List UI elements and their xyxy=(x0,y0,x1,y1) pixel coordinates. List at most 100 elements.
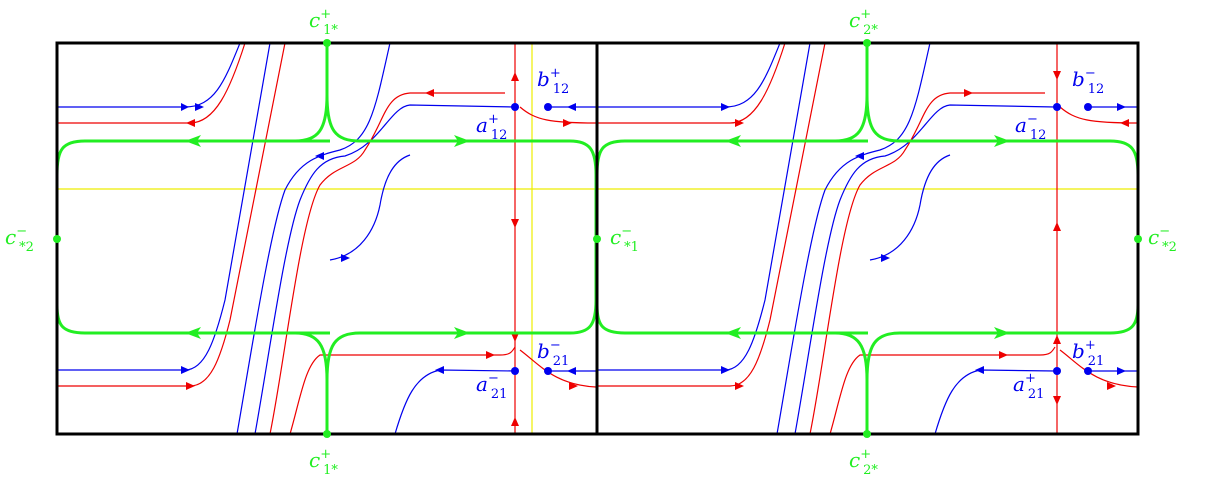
blue-orbit xyxy=(597,42,781,108)
separatrix-arrows xyxy=(185,135,1010,339)
red-arrow xyxy=(511,72,519,81)
green-arrow xyxy=(994,135,1010,147)
blue-arrow xyxy=(341,254,350,262)
equilibrium-points xyxy=(53,39,1142,438)
red-orbit xyxy=(269,92,505,435)
label-c2s-top: c+2* xyxy=(849,7,878,38)
point-a12-plus xyxy=(511,103,519,111)
red-arrow xyxy=(186,382,195,390)
red-arrow xyxy=(425,89,434,97)
blue-arrow xyxy=(567,367,576,375)
blue-orbit xyxy=(57,42,241,112)
blue-orbit xyxy=(934,369,1056,435)
blue-arrow xyxy=(855,152,864,160)
red-arrow xyxy=(999,351,1008,359)
blue-arrow xyxy=(975,366,984,374)
label-a12-plus: a+12 xyxy=(476,112,507,143)
red-orbit xyxy=(597,42,786,124)
red-arrow xyxy=(186,119,195,127)
blue-arrow xyxy=(1117,367,1126,375)
separatrix-top-right-b xyxy=(834,94,869,143)
red-arrow xyxy=(1053,71,1061,80)
red-arrow xyxy=(511,333,519,342)
separatrix-top-left xyxy=(325,43,598,300)
blue-arrow xyxy=(435,366,444,374)
blue-arrow xyxy=(1117,103,1126,111)
separatrix-top-right xyxy=(865,43,1140,434)
label-a21-minus: a−21 xyxy=(476,371,507,402)
separatrix-bottom-right-b xyxy=(834,331,869,381)
red-arrow xyxy=(511,417,519,426)
red-arrow xyxy=(1053,396,1061,405)
red-orbit xyxy=(519,106,597,124)
point-c1s-bottom xyxy=(323,430,331,438)
blue-orbit xyxy=(597,42,811,371)
label-b12-minus: b−12 xyxy=(1072,66,1104,97)
red-arrow xyxy=(735,382,744,390)
blue-arrow xyxy=(181,366,190,374)
red-arrow xyxy=(1053,335,1061,344)
label-a12-minus: a−12 xyxy=(1015,112,1046,143)
red-orbit xyxy=(57,42,286,387)
red-orbit xyxy=(829,346,1056,435)
label-c1s-top: c+1* xyxy=(309,7,338,38)
separatrix-top-left-b xyxy=(294,94,329,143)
blue-orbit xyxy=(869,154,951,261)
red-arrow xyxy=(735,119,744,127)
label-cs2-left: c−*2 xyxy=(5,224,34,255)
red-orbit xyxy=(597,42,826,387)
blue-arrow xyxy=(881,254,890,262)
point-b21-minus xyxy=(544,367,552,375)
label-cs2-right: c−*2 xyxy=(1148,224,1177,255)
point-cs1-mid xyxy=(593,235,601,243)
label-c2s-bottom: c+2* xyxy=(849,447,878,478)
point-a21-plus xyxy=(1053,367,1061,375)
red-orbit xyxy=(809,92,1045,435)
point-b12-plus xyxy=(544,103,552,111)
point-c2s-top xyxy=(863,39,871,47)
red-orbit xyxy=(289,346,516,435)
red-arrow xyxy=(486,351,495,359)
blue-orbit xyxy=(57,42,271,371)
separatrix-bottom-left xyxy=(325,299,598,434)
point-cs2-left xyxy=(53,235,61,243)
point-a12-minus xyxy=(1053,103,1061,111)
point-cs2-right xyxy=(1134,235,1142,243)
label-b21-plus: b+21 xyxy=(1072,338,1104,369)
right-panel-arrows xyxy=(721,71,1129,405)
point-c2s-bottom xyxy=(863,430,871,438)
point-c1s-top xyxy=(323,39,331,47)
label-c1s-bottom: c+1* xyxy=(309,447,338,478)
green-arrow xyxy=(454,135,470,147)
point-a21-minus xyxy=(511,367,519,375)
red-arrow xyxy=(1107,382,1116,390)
green-arrow xyxy=(185,327,201,339)
green-arrow xyxy=(454,327,470,339)
blue-arrow xyxy=(195,103,204,111)
green-arrow xyxy=(994,327,1010,339)
label-cs1-mid: c−*1 xyxy=(610,224,639,255)
point-b12-minus xyxy=(1084,103,1092,111)
blue-arrow xyxy=(567,103,576,111)
separatrix-loop-right xyxy=(595,139,868,335)
red-arrow xyxy=(1053,222,1061,231)
red-arrow xyxy=(1120,119,1129,127)
green-arrow xyxy=(185,135,201,147)
red-arrow xyxy=(569,382,578,390)
green-arrow xyxy=(725,327,741,339)
separatrix-bottom-left-b xyxy=(294,331,329,381)
red-arrow xyxy=(563,119,572,127)
red-arrow xyxy=(511,219,519,228)
label-b12-plus: b+12 xyxy=(537,66,569,97)
red-arrow xyxy=(964,89,973,97)
point-b21-plus xyxy=(1084,367,1092,375)
blue-arrow xyxy=(721,366,730,374)
left-panel-arrows xyxy=(181,72,578,426)
blue-arrow xyxy=(721,103,730,111)
label-b21-minus: b−21 xyxy=(537,338,569,369)
point-labels: c+1* c+2* c+1* c+2* c−*2 c−*1 c−*2 a+12 … xyxy=(5,7,1177,478)
blue-arrow xyxy=(315,152,324,160)
label-a21-plus: a+21 xyxy=(1013,371,1044,402)
red-orbit xyxy=(57,42,246,124)
